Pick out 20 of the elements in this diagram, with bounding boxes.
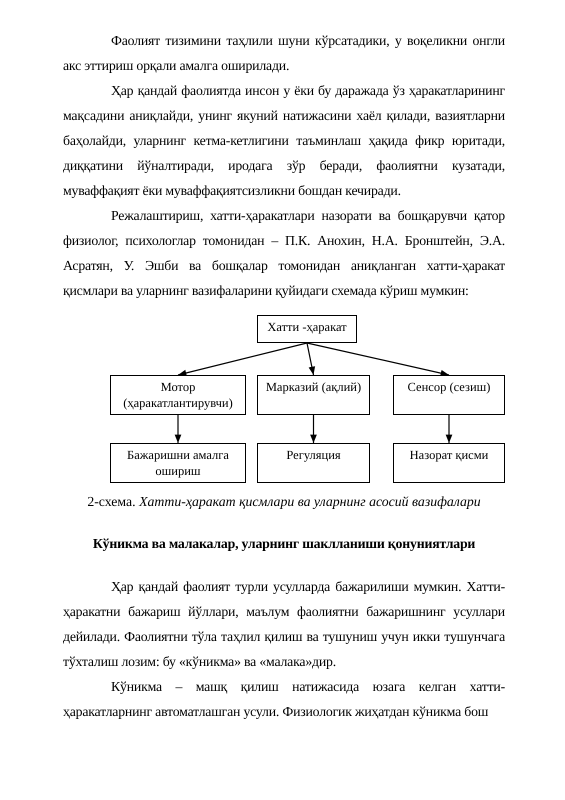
- arrow: [446, 415, 452, 443]
- arrow: [306, 342, 450, 376]
- process-box: Назорат қисми: [393, 443, 505, 483]
- paragraph: Ҳар қандай фаолиятда инсон у ёки бу даражада ўз ҳаракатларининг мақсадини аниқлайди, унинг якуний натижасини хаёл қилади, вазиятларни баҳолайди, уларнинг кетма-кетлигини таъминлаш ҳақида фикр юритади, диққатини йўналтиради, иродага зўр беради, фаолиятни кузатади, муваффақият ёки муваффақиятсизликни бошдан кечиради.: [63, 82, 505, 200]
- process-box: Регуляция: [257, 443, 370, 483]
- process-box: Мотор (ҳаракатлантирувчи): [110, 375, 246, 415]
- process-box: Марказий (ақлий): [257, 375, 370, 415]
- process-box: Сенсор (сезиш): [393, 375, 505, 415]
- process-box: Хатти -ҳаракат: [257, 315, 357, 343]
- arrow: [310, 415, 317, 443]
- arrow: [174, 415, 182, 443]
- arrow: [306, 342, 316, 376]
- paragraph: Кўникма – машқ қилиш натижасида юзага келган хатти-ҳаракатларнинг автоматлашган усули. Физиологик жиҳатдан кўникма бош: [63, 678, 505, 721]
- section-heading: Кўникма ва малакалар, уларнинг шаклланиши қонуниятлари: [92, 535, 476, 553]
- paragraph: Ҳар қандай фаолият турли усулларда бажарилиши мумкин. Хатти-ҳаракатни бажариш йўллари, маълум фаолиятни бажаришнинг усуллари дейилади. Фаолиятни тўла таҳлил қилиш ва тушуниш учун икки тушунчага тўхталиш лозим: бу «кўникма» ва «малака»дир.: [63, 578, 505, 671]
- process-box: Бажаришни амалга ошириш: [110, 443, 246, 483]
- paragraph: Режалаштириш, хатти-ҳаракатлари назорати ва бошқарувчи қатор физиолог, психологлар томонидан – П.К. Анохин, Н.А. Бронштейн, Э.А. Асратян, У. Эшби ва бошқалар томонидан аниқланган хатти-ҳаракат қисмлари ва уларнинг вазифаларини қуйидаги схемада кўриш мумкин:: [63, 207, 505, 300]
- figure-caption: 2-схема. Хатти-ҳаракат қисмлари ва уларнинг асосий вазифалари: [86, 493, 482, 511]
- paragraph: Фаолият тизимини таҳлили шуни кўрсатадики, у воқеликни онгли акс эттириш орқали амалга оширилади.: [63, 32, 505, 75]
- arrow: [178, 342, 308, 376]
